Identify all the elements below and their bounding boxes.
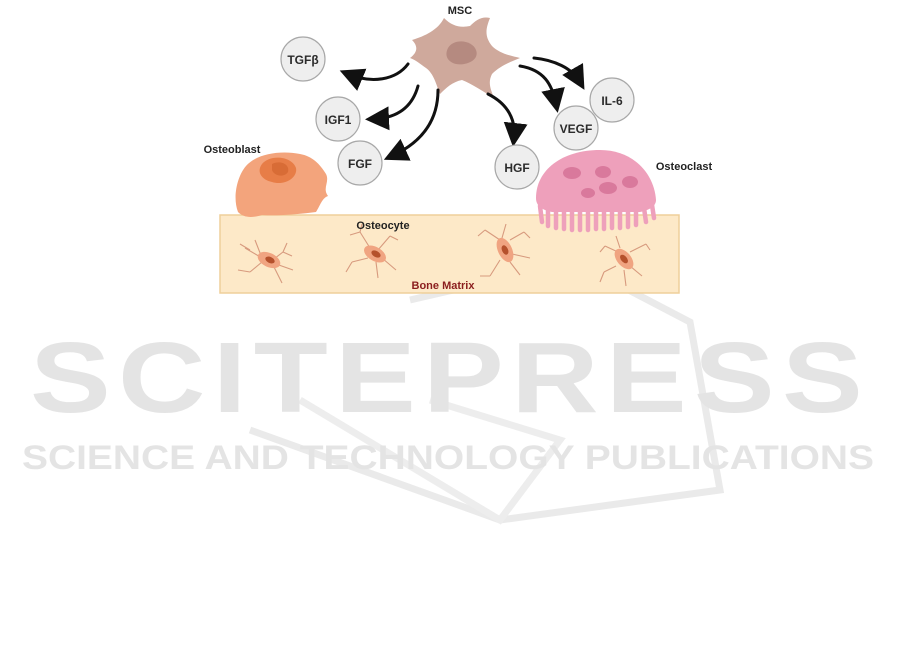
factor-hgf-label: HGF (504, 161, 529, 175)
factor-fgf-label: FGF (348, 157, 372, 171)
factor-tgfb: TGFβ (281, 37, 325, 81)
osteoclast-label: Osteoclast (656, 161, 713, 173)
factor-il6-label: IL-6 (601, 94, 623, 108)
factor-igf1: IGF1 (316, 97, 360, 141)
factor-hgf: HGF (495, 145, 539, 189)
arrow-to-vegf (520, 66, 556, 104)
osteoblast-cell (236, 153, 328, 217)
factor-vegf: VEGF (554, 106, 598, 150)
watermark: SCITEPRESS SCIENCE AND TECHNOLOGY PUBLIC… (22, 262, 874, 520)
msc-label: MSC (448, 5, 473, 17)
arrow-to-fgf (392, 90, 438, 156)
factor-igf1-label: IGF1 (325, 113, 352, 127)
osteocyte-label: Osteocyte (356, 220, 409, 232)
msc-cell (410, 17, 520, 98)
factor-tgfb-label: TGFβ (287, 53, 318, 67)
factor-il6: IL-6 (590, 78, 634, 122)
arrow-to-hgf (488, 94, 514, 138)
watermark-subtitle: SCIENCE AND TECHNOLOGY PUBLICATIONS (22, 439, 874, 477)
arrow-to-igf1 (374, 86, 418, 119)
factor-vegf-label: VEGF (560, 122, 593, 136)
arrow-to-il6 (534, 58, 580, 82)
arrow-to-tgfb (348, 64, 408, 79)
factor-fgf: FGF (338, 141, 382, 185)
osteoclast-cell (536, 150, 656, 230)
watermark-title: SCITEPRESS (30, 322, 870, 434)
bone-matrix-label: Bone Matrix (412, 280, 476, 292)
osteoblast-label: Osteoblast (204, 144, 261, 156)
